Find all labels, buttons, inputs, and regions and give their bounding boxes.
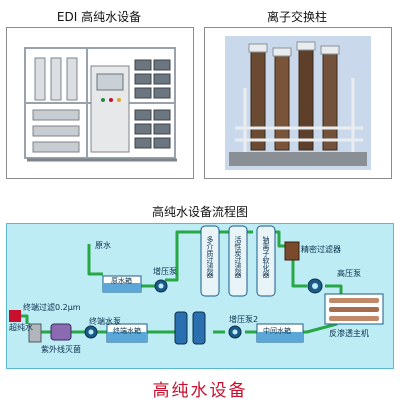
flow-pipes	[9, 225, 384, 345]
uv-sterilizer-label: 紫外线灭菌	[41, 345, 81, 354]
flow-chart-title: 高纯水设备流程图	[151, 205, 248, 219]
flow-diagram: 原水 原水箱 增压泵 多介质过滤器 活性炭过滤器 钠离子软化器 精密过滤器 高压…	[6, 223, 394, 369]
ro-unit-label: 反渗透主机	[329, 329, 369, 338]
ion-exchange-photo	[204, 27, 392, 179]
ultrapure-water-label: 超纯水	[9, 323, 33, 332]
terminal-pump-label: 终端水泵	[89, 317, 121, 326]
terminal-tank-label: 终端水箱	[113, 327, 141, 335]
raw-tank-label: 原水箱	[111, 277, 132, 285]
raw-water-label: 原水	[95, 241, 111, 250]
booster-pump-label: 增压泵	[153, 267, 177, 276]
high-pressure-pump-label: 高压泵	[337, 269, 361, 278]
precision-filter-label: 精密过滤器	[301, 245, 341, 254]
edi-equipment-caption: EDI 高纯水设备	[56, 10, 142, 24]
multi-media-filter-label: 多介质过滤器	[206, 236, 214, 278]
middle-tank-label: 中间水箱	[263, 327, 291, 335]
edi-equipment-photo	[6, 27, 194, 179]
terminal-filter-label: 终端过滤0.2μm	[23, 303, 81, 312]
booster-pump-2-label: 增压泵2	[229, 315, 259, 324]
bottom-title: 高纯水设备	[152, 381, 248, 401]
carbon-filter-label: 活性炭过滤器	[234, 236, 242, 278]
ion-exchange-caption: 离子交换柱	[266, 10, 327, 24]
softener-label: 钠离子软化器	[262, 236, 270, 278]
